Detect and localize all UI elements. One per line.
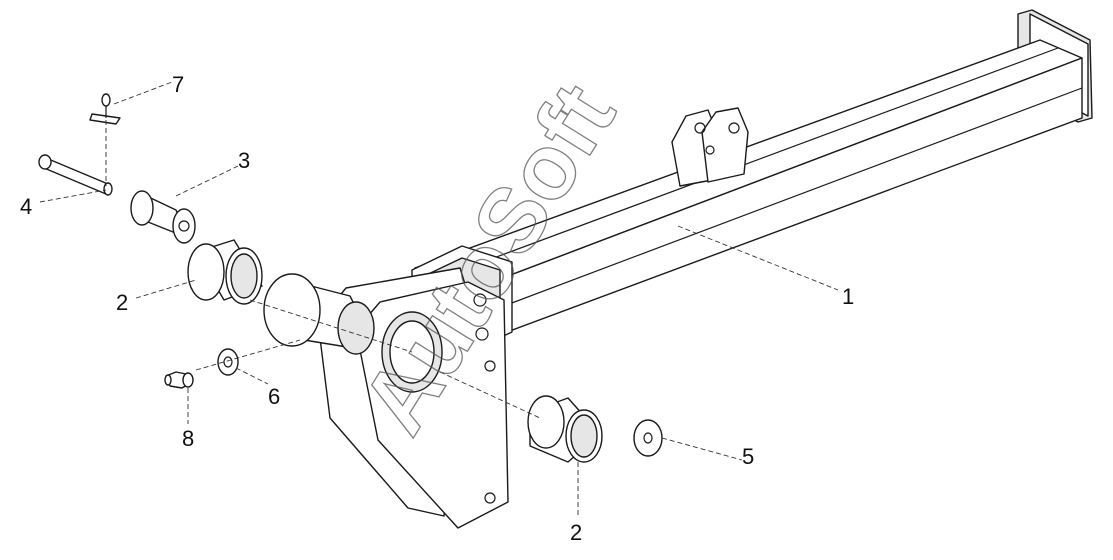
callout-8: 8 [182,426,194,451]
part-8-grease-nipple [164,371,194,389]
callout-6: 6 [268,384,280,409]
callout-5: 5 [742,444,754,469]
part-7-cotter-pin [89,93,121,125]
callout-3: 3 [238,148,250,173]
part-3-sleeve [130,190,196,244]
part-6-washer [217,348,239,376]
part-5-washer [633,419,663,457]
part-4-pin [38,154,113,196]
mounting-plate-assembly [263,267,509,529]
leader-lines [39,81,839,518]
callout-7: 7 [172,72,184,97]
part-2-bushing-lower [527,395,603,463]
callout-2-lower: 2 [570,520,582,545]
callout-1: 1 [842,284,854,309]
callout-2-upper: 2 [116,290,128,315]
callout-4: 4 [20,194,32,219]
part-2-bushing-upper [187,239,263,305]
